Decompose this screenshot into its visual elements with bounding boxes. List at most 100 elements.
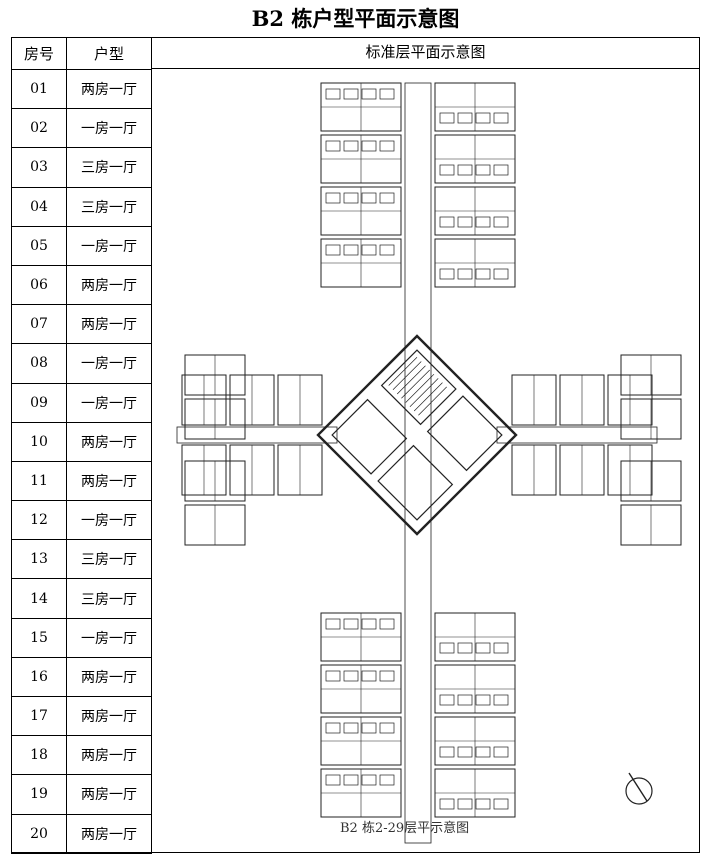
room-fixture (475, 268, 491, 280)
core-room (377, 444, 454, 521)
room-fixture (343, 140, 359, 152)
room-type-cell: 两房一厅 (66, 813, 152, 854)
stair-tread (392, 361, 422, 390)
room-number-cell: 10 (11, 421, 67, 462)
corridor (404, 82, 432, 844)
floor-plan (151, 69, 700, 853)
room-number-cell: 16 (11, 656, 67, 698)
room-fixture (361, 192, 377, 204)
room-fixture (439, 746, 455, 758)
room-fixture (325, 722, 341, 734)
room-type-cell: 一房一厅 (66, 108, 152, 149)
room-type-cell: 两房一厅 (66, 656, 152, 698)
room-fixture (361, 88, 377, 100)
room-number-cell: 13 (11, 539, 67, 580)
room-number-cell: 06 (11, 264, 67, 306)
room-fixture (475, 216, 491, 228)
room-number-cell: 03 (11, 147, 67, 188)
room-fixture (457, 642, 473, 654)
room-type-cell: 一房一厅 (66, 382, 152, 423)
room-fixture (325, 670, 341, 682)
room-number-cell: 12 (11, 500, 67, 541)
room-fixture (475, 746, 491, 758)
room-number-cell: 01 (11, 68, 67, 110)
room-number-cell: 14 (11, 578, 67, 619)
core-room (316, 334, 518, 536)
header-room-type: 户型 (66, 37, 152, 70)
compass-ring (625, 777, 653, 805)
room-fixture (379, 774, 395, 786)
stair-tread (418, 386, 447, 416)
corridor (176, 426, 338, 444)
room-fixture (457, 746, 473, 758)
stair-tread (409, 378, 439, 407)
room-type-cell: 两房一厅 (66, 774, 152, 815)
room-fixture (493, 694, 509, 706)
room-fixture (361, 244, 377, 256)
room-fixture (493, 642, 509, 654)
room-type-cell: 三房一厅 (66, 578, 152, 619)
room-fixture (379, 670, 395, 682)
stair-tread (388, 356, 418, 386)
room-fixture (439, 798, 455, 810)
room-fixture (379, 88, 395, 100)
room-fixture (493, 746, 509, 758)
room-number-cell: 02 (11, 108, 67, 149)
room-number-cell: 04 (11, 186, 67, 227)
room-fixture (493, 164, 509, 176)
room-fixture (493, 268, 509, 280)
room-fixture (439, 216, 455, 228)
room-fixture (361, 618, 377, 630)
room-fixture (379, 244, 395, 256)
room-fixture (475, 112, 491, 124)
room-type-cell: 两房一厅 (66, 735, 152, 776)
room-fixture (379, 722, 395, 734)
room-fixture (343, 618, 359, 630)
room-type-cell: 两房一厅 (66, 304, 152, 345)
room-fixture (457, 112, 473, 124)
room-number-cell: 08 (11, 343, 67, 384)
room-fixture (325, 618, 341, 630)
room-fixture (439, 694, 455, 706)
core-room (380, 349, 457, 426)
room-fixture (439, 112, 455, 124)
room-fixture (379, 192, 395, 204)
room-fixture (493, 112, 509, 124)
wing-group (176, 374, 338, 496)
room-fixture (343, 244, 359, 256)
room-type-cell: 三房一厅 (66, 539, 152, 580)
core-room (331, 398, 408, 475)
room-fixture (361, 774, 377, 786)
room-fixture (457, 694, 473, 706)
page-title: B2 栋户型平面示意图 (251, 6, 460, 31)
north-arrow-icon (625, 772, 653, 805)
room-type-cell: 一房一厅 (66, 343, 152, 384)
stair-tread (413, 382, 443, 412)
room-fixture (343, 192, 359, 204)
room-fixture (343, 88, 359, 100)
table-header-row: 房号 户型 (11, 37, 152, 70)
room-fixture (343, 722, 359, 734)
stair-tread (405, 373, 435, 403)
room-fixture (379, 618, 395, 630)
room-fixture (457, 798, 473, 810)
core-room (426, 395, 503, 472)
room-fixture (475, 798, 491, 810)
room-number-cell: 11 (11, 460, 67, 502)
room-number-cell: 09 (11, 382, 67, 423)
room-fixture (439, 268, 455, 280)
